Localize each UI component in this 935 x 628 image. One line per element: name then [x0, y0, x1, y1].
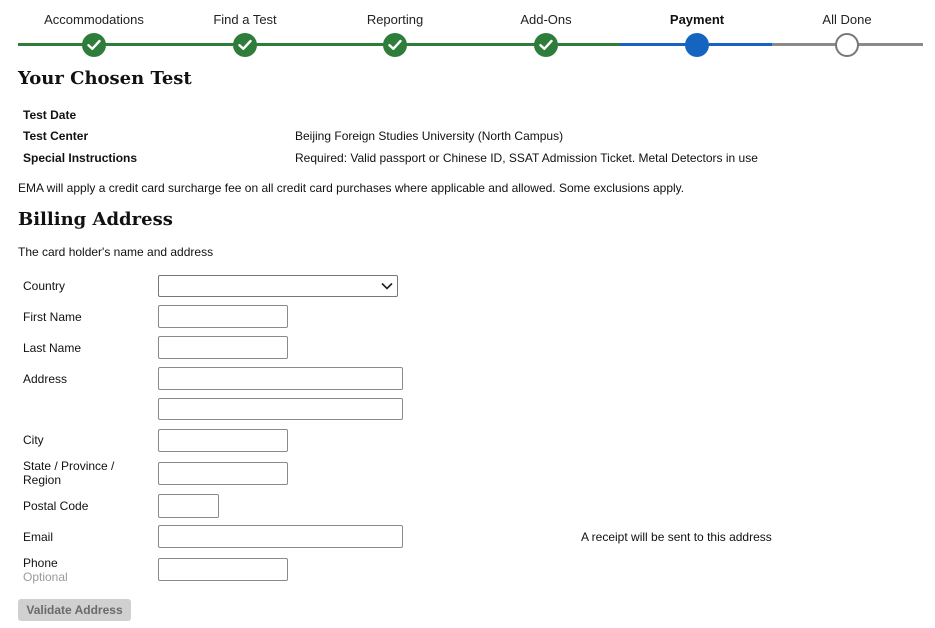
country-select[interactable]	[158, 275, 398, 297]
step-label-add-ons: Add-Ons	[520, 12, 572, 27]
special-instructions-label: Special Instructions	[23, 151, 138, 165]
address-line1-field[interactable]	[158, 367, 403, 390]
special-instructions-value: Required: Valid passport or Chinese ID, …	[295, 151, 758, 165]
phone-optional-note: Optional	[23, 570, 68, 584]
phone-field[interactable]	[158, 558, 288, 581]
step-complete-check-icon	[82, 33, 106, 57]
step-complete-check-icon	[383, 33, 407, 57]
step-pending-circle-icon	[835, 33, 859, 57]
country-label: Country	[23, 279, 66, 293]
postal-code-label: Postal Code	[23, 499, 89, 513]
state-province-region-field[interactable]	[158, 462, 288, 485]
last-name-label: Last Name	[23, 341, 82, 355]
step-current-dot-icon	[685, 33, 709, 57]
step-label-reporting: Reporting	[366, 12, 424, 27]
city-field[interactable]	[158, 429, 288, 452]
step-label-accommodations: Accommodations	[44, 12, 144, 27]
postal-code-field[interactable]	[158, 494, 219, 518]
chosen-test-heading: Your Chosen Test	[18, 68, 192, 89]
validate-address-button[interactable]: Validate Address	[18, 599, 131, 621]
first-name-field[interactable]	[158, 305, 288, 328]
email-receipt-hint: A receipt will be sent to this address	[581, 530, 772, 544]
city-label: City	[23, 433, 44, 447]
address-label: Address	[23, 372, 68, 386]
test-date-label: Test Date	[23, 108, 77, 122]
email-field[interactable]	[158, 525, 403, 548]
last-name-field[interactable]	[158, 336, 288, 359]
test-center-label: Test Center	[23, 129, 89, 143]
progress-stepper: Accommodations Find a Test Reporting Add…	[0, 0, 935, 62]
step-complete-check-icon	[534, 33, 558, 57]
address-line2-field[interactable]	[158, 398, 403, 420]
state-label-line1: State / Province /	[23, 459, 115, 473]
step-label-payment: Payment	[669, 12, 725, 27]
billing-address-heading: Billing Address	[18, 209, 173, 230]
track-complete	[18, 43, 620, 46]
chevron-down-icon	[381, 282, 393, 290]
surcharge-notice: EMA will apply a credit card surcharge f…	[18, 181, 685, 195]
phone-label: Phone	[23, 556, 58, 570]
first-name-label: First Name	[23, 310, 82, 324]
test-center-value: Beijing Foreign Studies University (Nort…	[295, 129, 564, 143]
billing-subtitle: The card holder's name and address	[18, 245, 214, 259]
step-label-find-a-test: Find a Test	[213, 12, 277, 27]
step-label-all-done: All Done	[822, 12, 872, 27]
state-label-line2: Region	[23, 473, 62, 487]
step-complete-check-icon	[233, 33, 257, 57]
email-label: Email	[23, 530, 54, 544]
